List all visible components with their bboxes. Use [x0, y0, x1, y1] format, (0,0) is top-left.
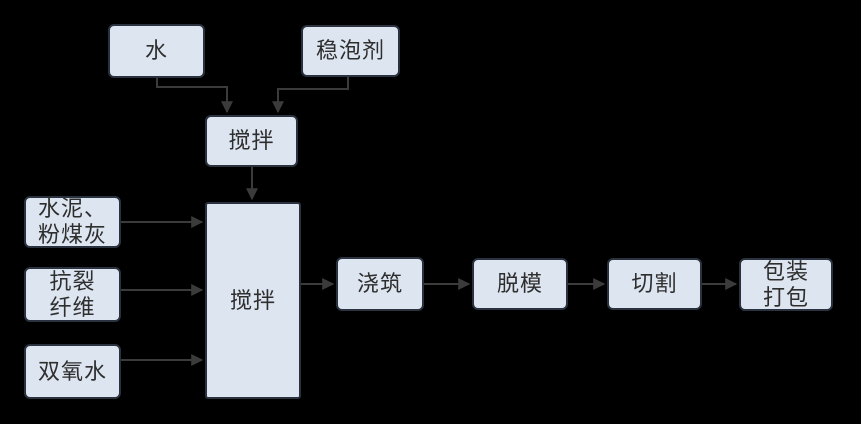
node-anticrack-fiber-label: 抗裂 纤维 — [49, 268, 96, 320]
node-cutting: 切割 — [607, 258, 702, 310]
node-hydrogen-peroxide-label: 双氧水 — [37, 358, 107, 384]
node-foam-stabilizer: 稳泡剂 — [301, 25, 400, 77]
edge-water-to-premix — [156, 78, 233, 114]
node-demolding-label: 脱模 — [496, 271, 543, 296]
node-pouring-label: 浇筑 — [356, 271, 403, 296]
node-cement-flyash: 水泥、 粉煤灰 — [24, 196, 121, 248]
node-pouring: 浇筑 — [336, 257, 424, 311]
node-cutting-label: 切割 — [631, 271, 678, 296]
node-main-mix: 搅拌 — [205, 202, 301, 399]
node-premix: 搅拌 — [205, 115, 298, 167]
node-hydrogen-peroxide: 双氧水 — [24, 344, 121, 399]
node-demolding: 脱模 — [472, 258, 568, 310]
node-packing: 包装 打包 — [739, 258, 833, 311]
node-main-mix-label: 搅拌 — [229, 287, 276, 313]
node-water: 水 — [108, 24, 205, 78]
node-foam-stabilizer-label: 稳泡剂 — [315, 38, 385, 63]
node-packing-label: 包装 打包 — [762, 258, 809, 310]
edge-foam-stabilizer-to-premix — [272, 77, 349, 114]
node-premix-label: 搅拌 — [228, 128, 275, 153]
node-water-label: 水 — [144, 38, 168, 63]
node-anticrack-fiber: 抗裂 纤维 — [24, 267, 121, 322]
node-cement-flyash-label: 水泥、 粉煤灰 — [37, 196, 107, 247]
